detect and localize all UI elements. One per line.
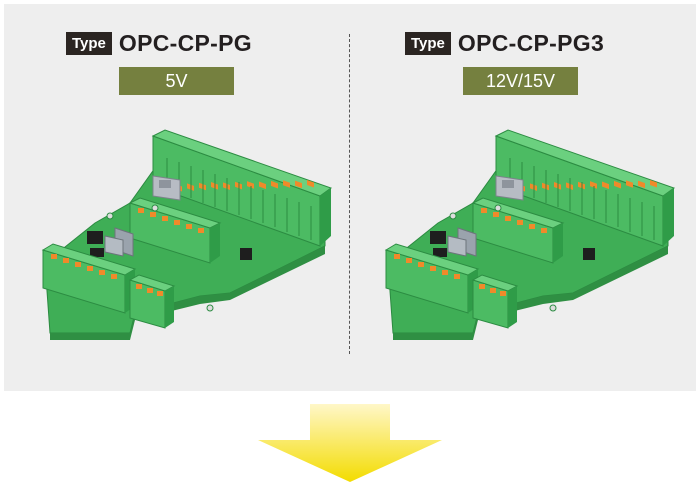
right-header: Type OPC-CP-PG3 xyxy=(405,30,604,57)
type-badge: Type xyxy=(66,32,112,55)
type-badge: Type xyxy=(405,32,451,55)
model-name: OPC-CP-PG3 xyxy=(457,30,605,56)
pcb-board-image xyxy=(385,129,675,341)
model-name: OPC-CP-PG xyxy=(118,30,252,56)
pcb-board-image xyxy=(42,129,332,341)
divider-line xyxy=(349,34,350,354)
down-arrow-icon xyxy=(258,404,442,482)
voltage-badge: 12V/15V xyxy=(463,67,578,95)
left-header: Type OPC-CP-PG xyxy=(66,30,252,57)
voltage-badge: 5V xyxy=(119,67,234,95)
